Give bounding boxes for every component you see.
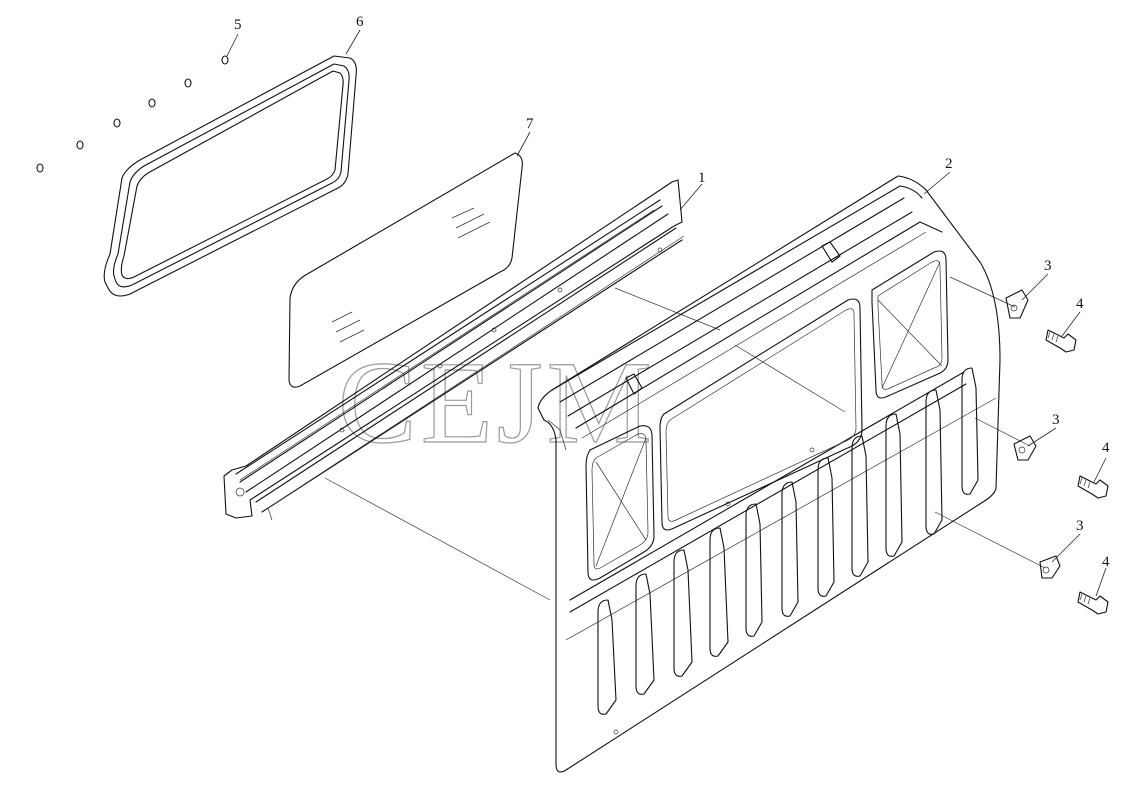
- callout-3-top: 3: [1044, 258, 1052, 274]
- assembly-guide-lines: [324, 276, 1046, 601]
- callout-4-middle: 4: [1102, 440, 1110, 456]
- part-5-clips: [36, 55, 229, 173]
- part-7-glass: [288, 152, 523, 388]
- callout-labels: 1 2 3 3 3 4 4 4 5 6 7: [234, 14, 1110, 570]
- callout-5: 5: [234, 17, 242, 33]
- part-6-window-seal: [103, 55, 357, 297]
- part-3-brackets: [1005, 289, 1061, 579]
- callout-7: 7: [526, 116, 534, 132]
- leader-lines: [226, 29, 1107, 597]
- callout-3-bottom: 3: [1076, 518, 1084, 534]
- part-4-bolts: [1045, 329, 1109, 615]
- callout-4-bottom: 4: [1102, 554, 1110, 570]
- part-2-rear-panel: [537, 175, 1001, 773]
- callout-6: 6: [356, 14, 364, 30]
- callout-4-top: 4: [1076, 296, 1084, 312]
- callout-3-middle: 3: [1052, 412, 1060, 428]
- watermark: CEJM: [338, 337, 656, 468]
- part-1-cross-rail: [223, 179, 685, 521]
- callout-2: 2: [945, 156, 953, 172]
- callout-1: 1: [698, 170, 706, 186]
